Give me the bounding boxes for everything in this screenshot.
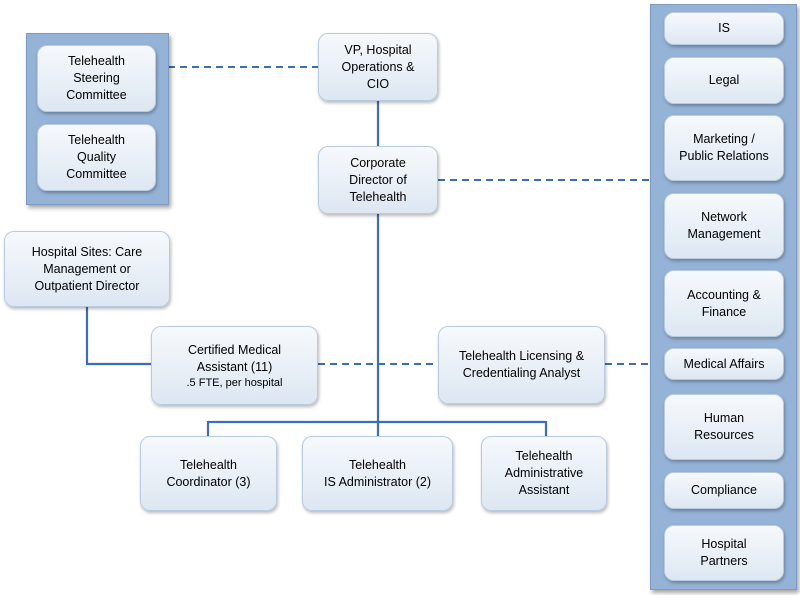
admin-assistant-box: Telehealth Administrative Assistant [481, 436, 607, 511]
dept-human-resources-box: Human Resources [664, 394, 784, 460]
quality-committee-label: Telehealth Quality Committee [66, 133, 127, 181]
licensing-box: Telehealth Licensing & Credentialing Ana… [438, 326, 605, 404]
licensing-label: Telehealth Licensing & Credentialing Ana… [458, 349, 585, 380]
admin-assistant-label: Telehealth Administrative Assistant [504, 449, 584, 497]
dept-marketing-label: Marketing / Public Relations [679, 132, 769, 163]
hospital-sites-label: Hospital Sites: Care Management or Outpa… [31, 244, 143, 293]
director-box: Corporate Director of Telehealth [318, 146, 438, 214]
dept-network-box: Network Management [664, 193, 784, 259]
director-label: Corporate Director of Telehealth [349, 155, 407, 204]
cma-note: .5 FTE, per hospital [186, 376, 283, 389]
dept-legal-label: Legal [708, 73, 740, 87]
dept-human-resources-label: Human Resources [694, 411, 754, 442]
dept-is-label: IS [718, 21, 730, 35]
cma-title: Certified Medical Assistant (11) [187, 342, 282, 374]
steering-committee-box: Telehealth Steering Committee [37, 45, 156, 112]
is-admin-box: Telehealth IS Administrator (2) [302, 436, 453, 511]
dept-medical-affairs-box: Medical Affairs [664, 348, 784, 380]
dept-compliance-label: Compliance [690, 483, 757, 497]
coordinator-box: Telehealth Coordinator (3) [140, 436, 277, 511]
dept-hospital-partners-label: Hospital Partners [700, 537, 748, 568]
hospital-sites-box: Hospital Sites: Care Management or Outpa… [4, 231, 170, 307]
dept-marketing-box: Marketing / Public Relations [664, 115, 784, 181]
quality-committee-box: Telehealth Quality Committee [37, 124, 156, 191]
dept-accounting-box: Accounting & Finance [664, 270, 784, 337]
cma-box: Certified Medical Assistant (11) .5 FTE,… [151, 326, 318, 405]
coordinator-label: Telehealth Coordinator (3) [166, 457, 251, 489]
dept-accounting-label: Accounting & Finance [687, 287, 761, 319]
is-admin-label: Telehealth IS Administrator (2) [324, 457, 431, 489]
dept-compliance-box: Compliance [664, 472, 784, 509]
dept-is-box: IS [664, 12, 784, 45]
dept-legal-box: Legal [664, 57, 784, 104]
steering-committee-label: Telehealth Steering Committee [66, 54, 127, 102]
vp-box: VP, Hospital Operations & CIO [318, 33, 438, 101]
dept-hospital-partners-box: Hospital Partners [664, 525, 784, 581]
dept-network-label: Network Management [687, 210, 761, 241]
dept-medical-affairs-label: Medical Affairs [683, 356, 765, 371]
vp-label: VP, Hospital Operations & CIO [341, 42, 415, 91]
